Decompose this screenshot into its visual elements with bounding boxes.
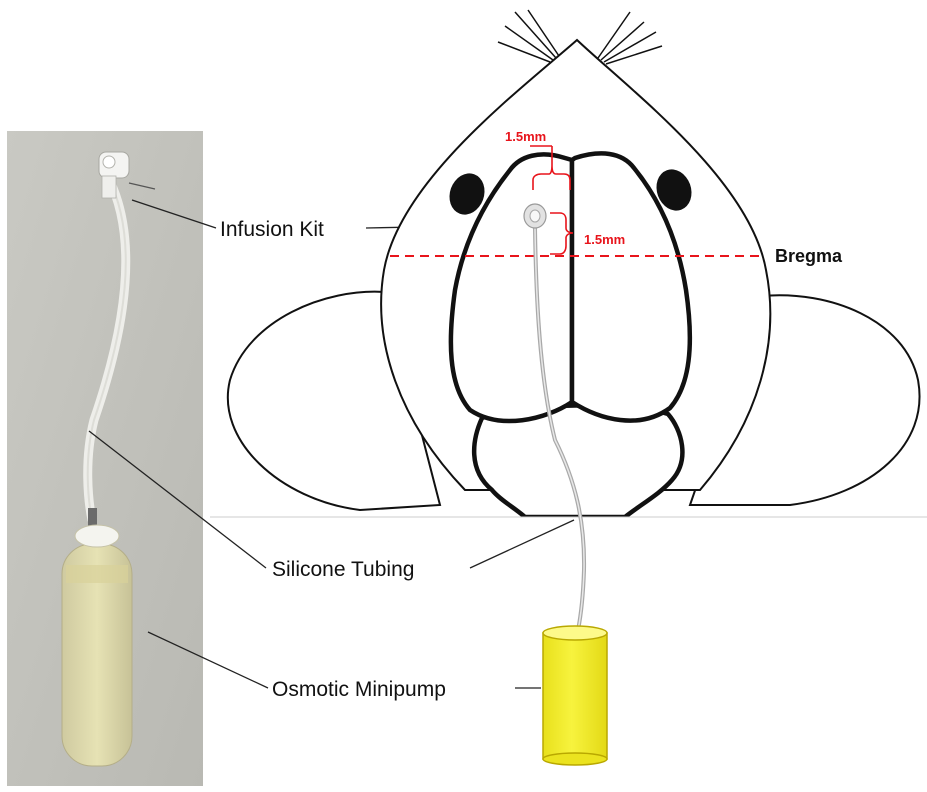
infusion-kit-label: Infusion Kit [220,218,324,241]
osmotic-minipump-label: Osmotic Minipump [272,678,446,701]
posterior-measurement: 1.5mm [584,232,625,247]
silicone-tubing-leader-right [470,520,574,568]
device-photo [7,131,203,786]
diagram-minipump [543,626,607,765]
lateral-measurement: 1.5mm [505,129,546,144]
photo-minipump [62,525,132,766]
silicone-tubing-label: Silicone Tubing [272,558,414,581]
bregma-label: Bregma [775,246,843,266]
diagram-infusion-kit [524,204,546,228]
